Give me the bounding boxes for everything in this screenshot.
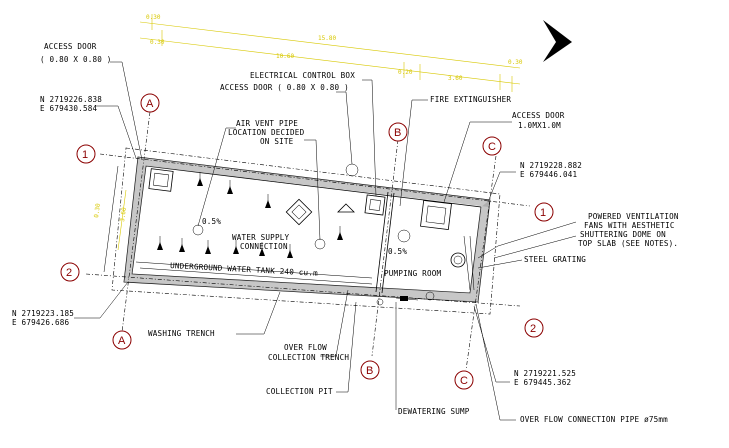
dim-left-1: 0.30	[93, 203, 102, 219]
label-air-vent-1: AIR VENT PIPE	[236, 119, 298, 128]
label-slope-1: 0.5%	[202, 217, 221, 226]
svg-text:C: C	[460, 375, 468, 387]
grid-bubble-a-bottom: A	[112, 330, 132, 350]
label-overflow-pipe: OVER FLOW CONNECTION PIPE ø75mm	[520, 415, 668, 424]
label-overflow-trench-1: OVER FLOW	[284, 343, 327, 352]
grid-lines	[85, 111, 531, 371]
label-dewatering-sump: DEWATERING SUMP	[398, 407, 470, 416]
access-door-right-box	[420, 199, 452, 231]
svg-text:B: B	[366, 365, 373, 377]
label-electrical-control-box: ELECTRICAL CONTROL BOX	[250, 71, 355, 80]
grid-bubble-a-top: A	[140, 93, 160, 113]
label-air-vent-3: ON SITE	[260, 137, 294, 146]
label-access-door-right-size: 1.0MX1.0M	[518, 121, 561, 130]
dim-top-3: 10.60	[276, 53, 294, 60]
dim-top-0: 0.30	[146, 14, 161, 21]
label-access-door-left-size: ( 0.80 X 0.80 )	[40, 55, 112, 64]
dim-top-2: 15.80	[318, 35, 336, 42]
tank-outline	[111, 147, 501, 315]
dim-top-1: 0.30	[150, 39, 165, 46]
label-access-door-right: ACCESS DOOR	[512, 111, 565, 120]
svg-text:B: B	[394, 127, 401, 139]
grid-bubble-2-right: 2	[524, 318, 544, 338]
coord-nw-e: E 679430.584	[40, 104, 97, 113]
coord-ne-n: N 2719228.882	[520, 161, 582, 170]
label-slope-2: 0.5%	[388, 247, 407, 256]
access-door-mid-box	[364, 194, 386, 216]
dim-top-6: 0.30	[508, 59, 523, 66]
coord-nw-n: N 2719226.838	[40, 95, 102, 104]
grid-bubble-1-left: 1	[76, 144, 96, 164]
north-arrow-icon	[543, 20, 572, 62]
access-door-left-box	[148, 168, 174, 192]
label-vent-2: FANS WITH AESTHETIC	[584, 221, 675, 230]
label-fire-extinguisher: FIRE EXTINGUISHER	[430, 95, 511, 104]
dim-top-5: 3.60	[448, 75, 463, 82]
label-pumping-room: PUMPING ROOM	[384, 269, 441, 278]
label-vent-3: SHUTTERING DOME ON	[580, 230, 666, 239]
grid-bubble-c-bottom: C	[454, 370, 474, 390]
dim-top-4: 0.20	[398, 69, 413, 76]
coord-se-n: N 2719221.525	[514, 369, 576, 378]
grid-bubble-1-right: 1	[534, 202, 554, 222]
coord-se-e: E 679445.362	[514, 378, 571, 387]
top-dimension-chain	[139, 14, 521, 92]
svg-text:1: 1	[540, 207, 546, 219]
label-vent-4: TOP SLAB (SEE NOTES).	[578, 239, 678, 248]
leader-lines	[74, 61, 577, 421]
tank-interior-symbols	[157, 163, 475, 306]
label-overflow-trench-2: COLLECTION TRENCH	[268, 353, 349, 362]
left-dimension-chain	[103, 165, 127, 273]
dim-left-2: 3.60	[119, 207, 128, 223]
label-access-door-left: ACCESS DOOR	[44, 42, 97, 51]
label-vent-1: POWERED VENTILATION	[588, 212, 679, 221]
label-access-door-mid: ACCESS DOOR ( 0.80 X 0.80 )	[220, 83, 349, 92]
grid-bubble-2-left: 2	[60, 262, 80, 282]
svg-text:2: 2	[66, 267, 72, 279]
svg-text:C: C	[488, 141, 496, 153]
label-water-supply-1: WATER SUPPLY	[232, 233, 289, 242]
svg-text:A: A	[146, 98, 154, 110]
label-air-vent-2: LOCATION DECIDED	[228, 128, 305, 137]
label-water-supply-2: CONNECTION	[240, 242, 288, 251]
coord-sw-e: E 679426.686	[12, 318, 69, 327]
svg-text:1: 1	[82, 149, 88, 161]
svg-text:A: A	[118, 335, 126, 347]
svg-text:2: 2	[530, 323, 536, 335]
label-washing-trench: WASHING TRENCH	[148, 329, 215, 338]
label-steel-grating: STEEL GRATING	[524, 255, 586, 264]
grid-bubble-c-top: C	[482, 136, 502, 156]
coord-ne-e: E 679446.041	[520, 170, 577, 179]
label-collection-pit: COLLECTION PIT	[266, 387, 333, 396]
coord-sw-n: N 2719223.185	[12, 309, 74, 318]
grid-bubble-b-bottom: B	[360, 360, 380, 380]
grid-bubble-b-top: B	[388, 122, 408, 142]
